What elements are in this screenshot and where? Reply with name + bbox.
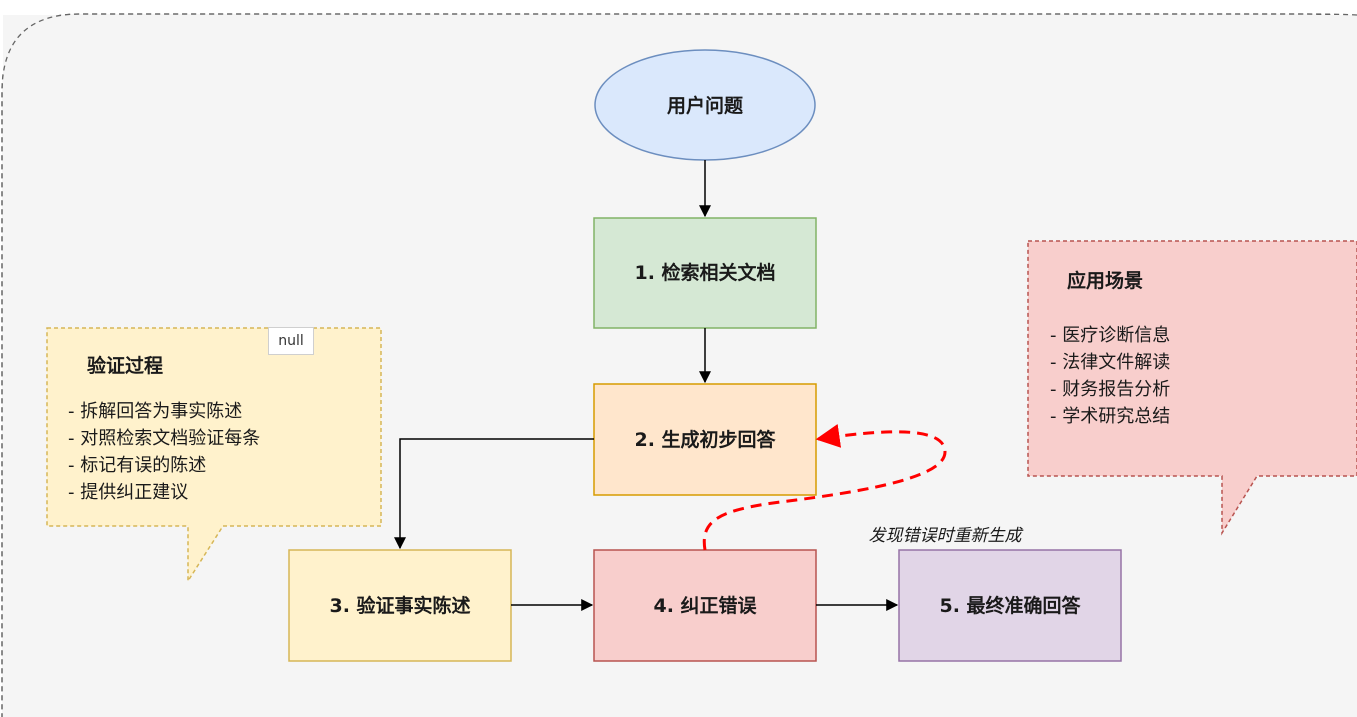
node-step1-retrieve[interactable]: 1. 检索相关文档 (593, 217, 817, 329)
node-step2-generate[interactable]: 2. 生成初步回答 (593, 383, 817, 496)
step1-label: 1. 检索相关文档 (634, 261, 775, 284)
step3-label: 3. 验证事实陈述 (329, 594, 470, 617)
node-step5-final[interactable]: 5. 最终准确回答 (898, 549, 1122, 662)
step4-box (593, 549, 817, 662)
step5-box (898, 549, 1122, 662)
verification-note-shape (46, 327, 382, 584)
verification-note-line: - 提供纠正建议 (68, 482, 188, 503)
container-border (1, 13, 1357, 717)
application-note-line: - 学术研究总结 (1050, 406, 1170, 427)
step1-box (593, 217, 817, 329)
null-tag: null (268, 327, 314, 355)
application-note-title: 应用场景 (1067, 269, 1143, 292)
application-note-line: - 财务报告分析 (1050, 379, 1170, 400)
application-note: 应用场景 - 医疗诊断信息 - 法律文件解读 - 财务报告分析 - 学术研究总结 (1027, 240, 1357, 536)
node-step3-verify[interactable]: 3. 验证事实陈述 (288, 549, 512, 662)
verification-note-line: - 拆解回答为事实陈述 (68, 401, 242, 422)
node-step4-correct[interactable]: 4. 纠正错误 (593, 549, 817, 662)
verification-note-line: - 对照检索文档验证每条 (68, 428, 260, 449)
node-user-question[interactable]: 用户问题 (594, 49, 816, 161)
user-question-label: 用户问题 (667, 94, 743, 117)
application-note-line: - 医疗诊断信息 (1050, 325, 1170, 346)
edge-feedback-step4-to-step2 (702, 424, 947, 551)
verification-note-line: - 标记有误的陈述 (68, 455, 206, 476)
step4-label: 4. 纠正错误 (653, 594, 757, 617)
step3-box (288, 549, 512, 662)
application-note-shape (1027, 240, 1357, 536)
feedback-label: 发现错误时重新生成 (869, 526, 1025, 546)
step2-label: 2. 生成初步回答 (634, 428, 776, 451)
verification-note: 验证过程 - 拆解回答为事实陈述 - 对照检索文档验证每条 - 标记有误的陈述 … (46, 327, 382, 584)
edge-step2-to-step3 (394, 438, 594, 550)
step2-box (593, 383, 817, 496)
verification-note-title: 验证过程 (87, 354, 163, 377)
step5-label: 5. 最终准确回答 (939, 594, 1081, 617)
application-note-line: - 法律文件解读 (1050, 352, 1170, 373)
